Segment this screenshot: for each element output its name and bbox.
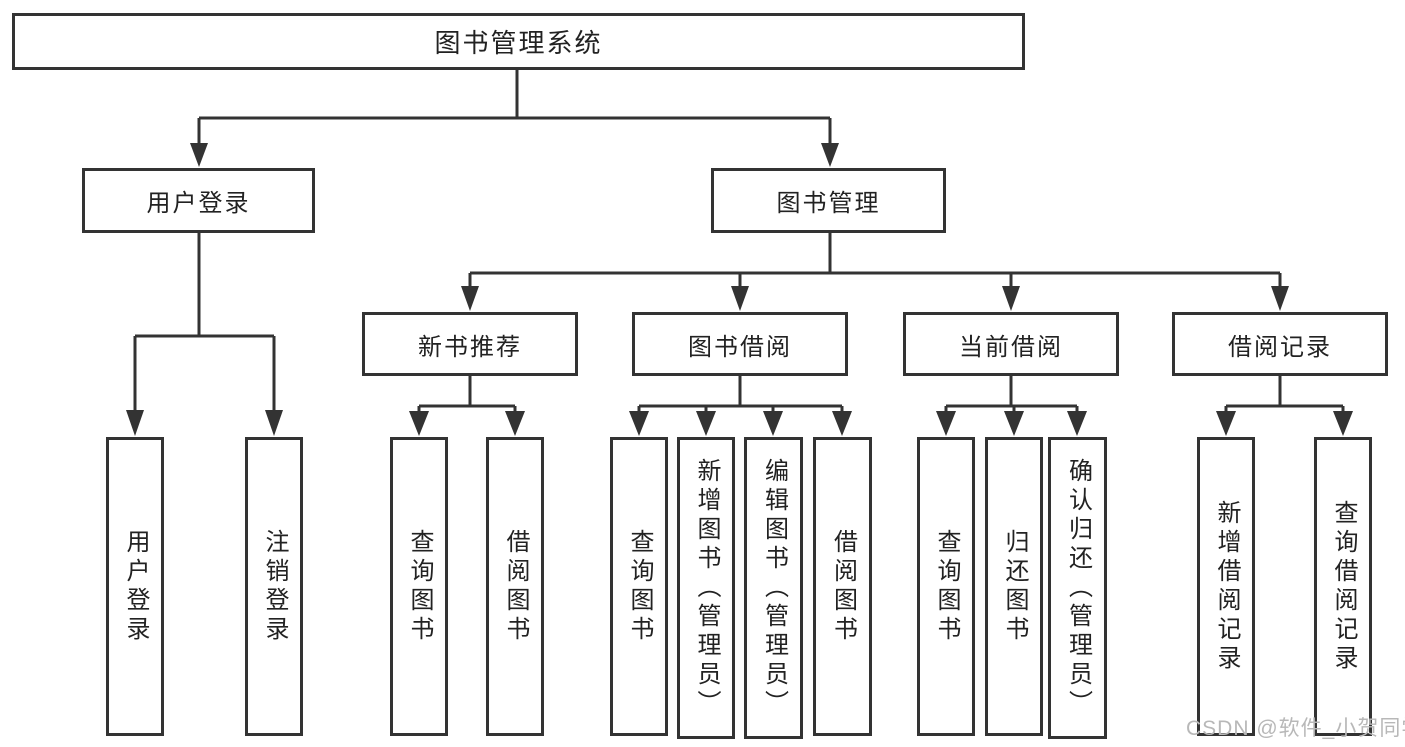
leaf-add-books-admin: 新增图书（管理员） — [677, 437, 735, 739]
leaf-add-borrow-record: 新增借阅记录 — [1197, 437, 1255, 736]
leaf-logout: 注销登录 — [245, 437, 303, 736]
csdn-watermark: CSDN @软件_小贺同学 — [1186, 717, 1405, 740]
node-library-management-system: 图书管理系统 — [12, 13, 1025, 70]
node-current-borrowing: 当前借阅 — [903, 312, 1119, 376]
leaf-borrow-books-recommend: 借阅图书 — [486, 437, 544, 736]
leaf-confirm-return-admin: 确认归还（管理员） — [1048, 437, 1107, 739]
leaf-borrow-books: 借阅图书 — [813, 437, 872, 736]
leaf-query-books-borrow: 查询图书 — [610, 437, 668, 736]
node-book-management: 图书管理 — [711, 168, 946, 233]
leaf-query-books-recommend: 查询图书 — [390, 437, 448, 736]
leaf-query-books-current: 查询图书 — [917, 437, 975, 736]
leaf-query-borrow-record: 查询借阅记录 — [1314, 437, 1372, 736]
node-borrowing-records: 借阅记录 — [1172, 312, 1388, 376]
leaf-return-books: 归还图书 — [985, 437, 1043, 736]
leaf-edit-books-admin: 编辑图书（管理员） — [744, 437, 803, 739]
node-new-book-recommendation: 新书推荐 — [362, 312, 578, 376]
node-book-borrowing: 图书借阅 — [632, 312, 848, 376]
node-user-login: 用户登录 — [82, 168, 315, 233]
leaf-user-login: 用户登录 — [106, 437, 164, 736]
